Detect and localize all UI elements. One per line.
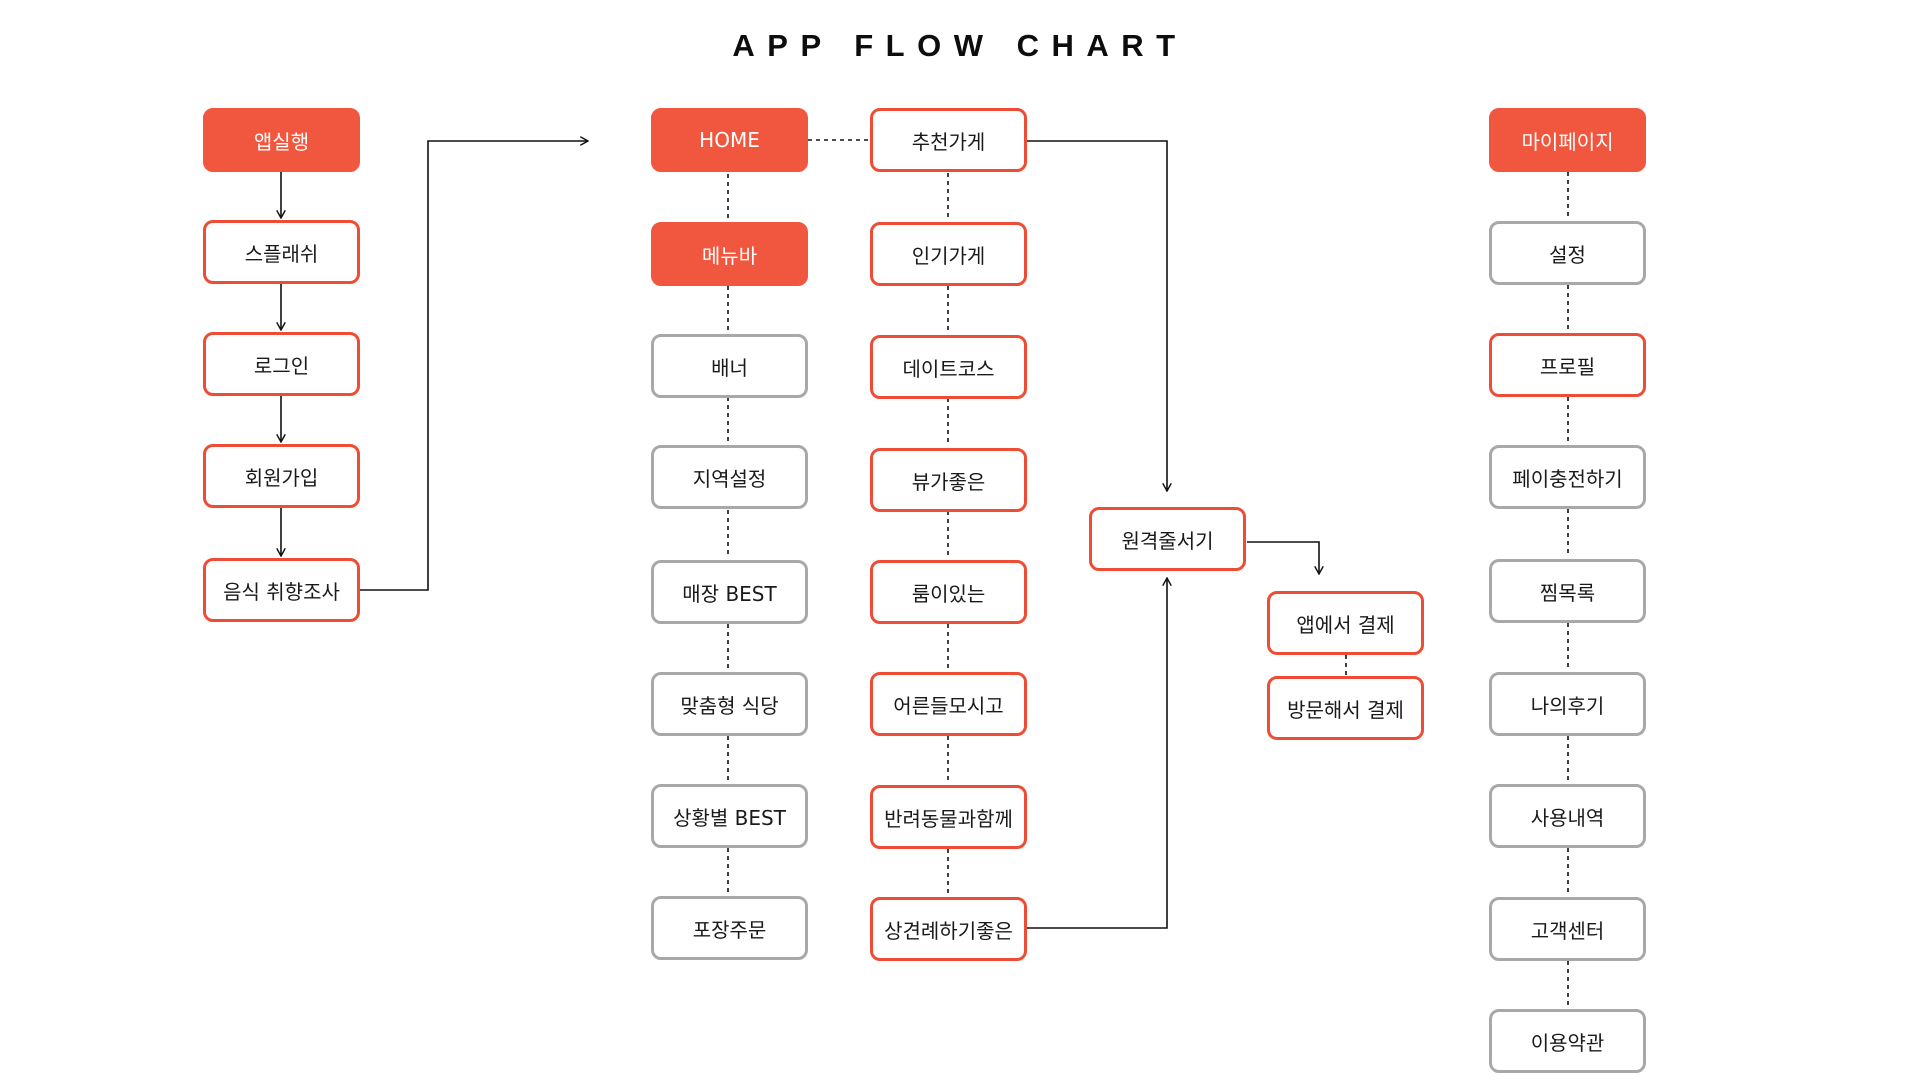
- node-pay-in-app: 앱에서 결제: [1267, 591, 1424, 655]
- node-signup: 회원가입: [203, 444, 360, 508]
- arrow-queue-to-payment: [1247, 541, 1319, 574]
- node-wishlist: 찜목록: [1489, 559, 1646, 623]
- node-good-view: 뷰가좋은: [870, 448, 1027, 512]
- node-popular-stores: 인기가게: [870, 222, 1027, 286]
- node-my-reviews: 나의후기: [1489, 672, 1646, 736]
- page-title: APP FLOW CHART: [732, 28, 1188, 63]
- node-pay-on-visit: 방문해서 결제: [1267, 676, 1424, 740]
- node-remote-queue: 원격줄서기: [1089, 507, 1246, 571]
- node-customer-center: 고객센터: [1489, 897, 1646, 961]
- node-mypage: 마이페이지: [1489, 108, 1646, 172]
- node-region-setting: 지역설정: [651, 445, 808, 509]
- node-private-room: 룸이있는: [870, 560, 1027, 624]
- node-with-pets: 반려동물과함께: [870, 785, 1027, 849]
- node-store-best: 매장 BEST: [651, 560, 808, 624]
- node-app-launch: 앱실행: [203, 108, 360, 172]
- node-splash: 스플래쉬: [203, 220, 360, 284]
- node-situation-best: 상황별 BEST: [651, 784, 808, 848]
- node-login: 로그인: [203, 332, 360, 396]
- node-settings: 설정: [1489, 221, 1646, 285]
- node-home: HOME: [651, 108, 808, 172]
- arrow-recommend-to-queue: [1027, 140, 1167, 491]
- node-custom-restaurant: 맞춤형 식당: [651, 672, 808, 736]
- arrow-survey-to-home: [359, 141, 588, 591]
- node-terms: 이용약관: [1489, 1009, 1646, 1073]
- node-recommended-stores: 추천가게: [870, 108, 1027, 172]
- node-date-course: 데이트코스: [870, 335, 1027, 399]
- arrow-meeting-to-queue: [1027, 578, 1167, 929]
- node-food-survey: 음식 취향조사: [203, 558, 360, 622]
- node-menubar: 메뉴바: [651, 222, 808, 286]
- node-banner: 배너: [651, 334, 808, 398]
- node-takeout-order: 포장주문: [651, 896, 808, 960]
- node-usage-history: 사용내역: [1489, 784, 1646, 848]
- node-pay-charge: 페이충전하기: [1489, 445, 1646, 509]
- node-family-meeting: 상견례하기좋은: [870, 897, 1027, 961]
- node-profile: 프로필: [1489, 333, 1646, 397]
- node-with-elders: 어른들모시고: [870, 672, 1027, 736]
